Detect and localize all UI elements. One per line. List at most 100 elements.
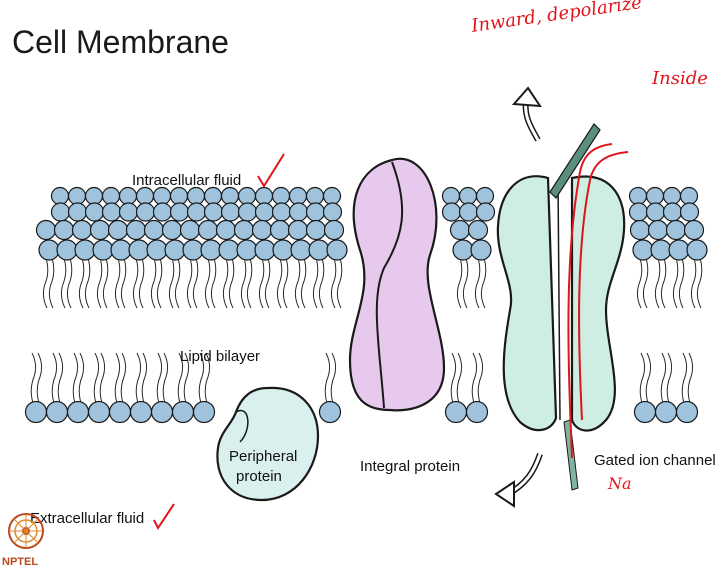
phospholipid-head [239, 188, 256, 205]
phospholipid-head [110, 402, 131, 423]
phospholipid-head [677, 402, 698, 423]
phospholipid-tail [655, 258, 665, 308]
phospholipid-head [103, 188, 120, 205]
phospholipid-head [309, 240, 329, 260]
phospholipid-tail [223, 258, 233, 308]
phospholipid-head [47, 402, 68, 423]
intracellular-checkmark [258, 154, 284, 186]
phospholipid-head [154, 188, 171, 205]
phospholipid-head [147, 240, 167, 260]
inward-arrow [496, 454, 540, 506]
phospholipid-tail [157, 353, 167, 403]
integral-protein-body [350, 159, 444, 411]
phospholipid-head [205, 203, 223, 221]
phospholipid-head [103, 203, 121, 221]
phospholipid-head [669, 240, 689, 260]
phospholipid-head [651, 240, 671, 260]
phospholipid-head [656, 402, 677, 423]
phospholipid-head [290, 188, 307, 205]
phospholipid-head [69, 188, 86, 205]
phospholipid-tail [43, 258, 53, 308]
phospholipid-head [320, 402, 341, 423]
outward-arrow [514, 88, 540, 140]
phospholipid-tail [133, 258, 143, 308]
gated-ion-channel-label: Gated ion channel [594, 452, 716, 469]
phospholipid-tail [151, 258, 161, 308]
phospholipid-head [667, 221, 686, 240]
phospholipid-tail [115, 258, 125, 308]
peripheral-protein-label-line1: Peripheral [229, 448, 297, 465]
phospholipid-tail [277, 258, 287, 308]
phospholipid-head [685, 221, 704, 240]
phospholipid-head [194, 402, 215, 423]
phospholipid-head [37, 221, 56, 240]
phospholipid-tail [61, 258, 71, 308]
phospholipid-head [219, 240, 239, 260]
phospholipid-head [109, 221, 128, 240]
phospholipid-head [222, 203, 240, 221]
phospholipid-head [324, 188, 341, 205]
phospholipid-tail [31, 353, 41, 403]
phospholipid-tail [205, 258, 215, 308]
phospholipid-tail [136, 353, 146, 403]
phospholipid-head [131, 402, 152, 423]
phospholipid-head [633, 240, 653, 260]
phospholipid-tail [457, 258, 467, 308]
phospholipid-head [145, 221, 164, 240]
phospholipid-tail [472, 353, 482, 403]
phospholipid-tail [637, 258, 647, 308]
phospholipid-head [68, 402, 89, 423]
phospholipid-head [26, 402, 47, 423]
phospholipid-head [111, 240, 131, 260]
phospholipid-tail [73, 353, 83, 403]
phospholipid-head [57, 240, 77, 260]
phospholipid-head [289, 221, 308, 240]
phospholipid-tail [313, 258, 323, 308]
inward-arrow-head [496, 482, 514, 506]
nptel-logo-text: NPTEL [2, 556, 38, 568]
phospholipid-head [291, 240, 311, 260]
phospholipid-head [217, 221, 236, 240]
sodium-note: Na [608, 474, 632, 493]
phospholipid-head [173, 402, 194, 423]
phospholipid-tail [94, 353, 104, 403]
phospholipid-tail [451, 353, 461, 403]
phospholipid-tail [475, 258, 485, 308]
intracellular-fluid-label: Intracellular fluid [132, 172, 241, 189]
phospholipid-head [91, 221, 110, 240]
phospholipid-head [171, 203, 189, 221]
phospholipid-head [446, 402, 467, 423]
phospholipid-head [681, 203, 699, 221]
phospholipid-head [256, 188, 273, 205]
phospholipid-tail [169, 258, 179, 308]
phospholipid-head [324, 203, 342, 221]
phospholipid-tail [673, 258, 683, 308]
phospholipid-head [649, 221, 668, 240]
phospholipid-head [460, 188, 477, 205]
phospholipid-head [235, 221, 254, 240]
phospholipid-head [39, 240, 59, 260]
phospholipid-head [165, 240, 185, 260]
phospholipid-head [443, 188, 460, 205]
phospholipid-head [327, 240, 347, 260]
outward-arrow-head [514, 88, 540, 106]
phospholipid-head [239, 203, 257, 221]
phospholipid-head [256, 203, 274, 221]
phospholipid-head [120, 188, 137, 205]
integral-protein-label: Integral protein [360, 458, 460, 475]
phospholipid-tail [295, 258, 305, 308]
phospholipid-tail [79, 258, 89, 308]
phospholipid-tail [682, 353, 692, 403]
phospholipid-head [477, 188, 494, 205]
phospholipid-tail [115, 353, 125, 403]
phospholipid-head [137, 188, 154, 205]
phospholipid-head [86, 203, 104, 221]
phospholipid-tail [331, 258, 341, 308]
phospholipid-head [443, 203, 461, 221]
phospholipid-tail [259, 258, 269, 308]
phospholipid-head [127, 221, 146, 240]
phospholipid-head [271, 221, 290, 240]
phospholipid-head [188, 188, 205, 205]
phospholipid-head [664, 188, 681, 205]
phospholipid-head [273, 240, 293, 260]
